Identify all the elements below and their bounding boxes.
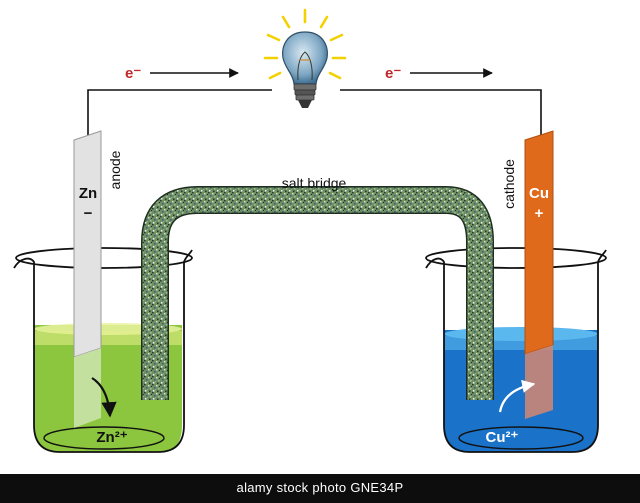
copper-ion-label: Cu²⁺: [486, 429, 519, 446]
zinc-electrode: Zn −: [73, 130, 102, 428]
salt-bridge-label: salt bridge: [282, 175, 347, 191]
zinc-sign: −: [84, 205, 93, 222]
anode-label: anode: [107, 150, 123, 189]
salt-bridge: [142, 187, 493, 400]
copper-electrode: Cu +: [524, 130, 554, 419]
electron-label-right: e⁻: [385, 65, 401, 82]
copper-symbol: Cu: [529, 185, 549, 202]
light-bulb-icon: [263, 8, 347, 108]
copper-ion-arrow: [498, 379, 536, 413]
salt-bridge-outline: [141, 186, 494, 400]
cathode-label: cathode: [501, 159, 517, 209]
zinc-symbol: Zn: [79, 185, 97, 202]
copper-sign: +: [535, 205, 544, 222]
zinc-ion-arrow: [91, 377, 117, 418]
electron-label-left: e⁻: [125, 65, 141, 82]
zinc-ion-label: Zn²⁺: [96, 429, 127, 446]
watermark-bar: alamy stock photo GNE34P: [0, 474, 640, 503]
watermark-text: alamy stock photo GNE34P: [236, 480, 404, 495]
external-wire-left: [87, 89, 272, 138]
external-wire-right: [340, 89, 542, 138]
right-beaker: [425, 247, 607, 453]
